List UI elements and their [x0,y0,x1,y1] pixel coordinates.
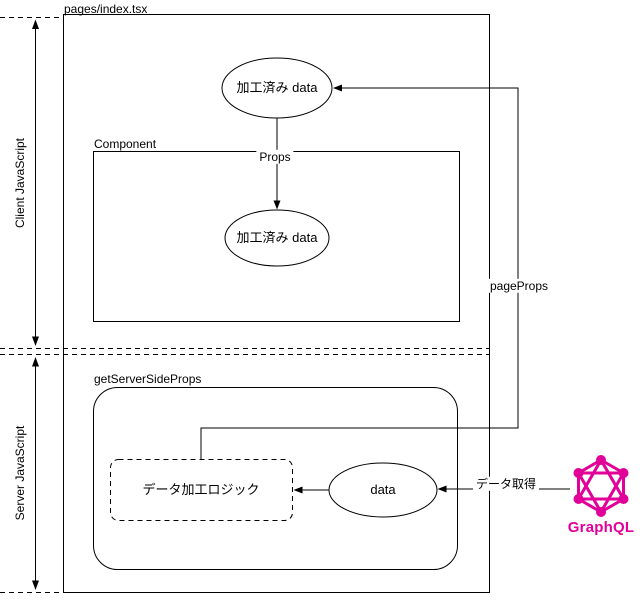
component-processed-data-label: 加工済み data [236,230,318,246]
pageprops-arrow [200,84,519,459]
gssp-rounded-rect [93,387,458,570]
graphql-logo-icon [573,455,629,517]
component-processed-data-ellipse [224,209,330,267]
data-logic-label: データ加工ロジック [142,482,260,498]
server-span-arrow [32,357,39,590]
file-path-label: pages/index.tsx [64,2,148,16]
data-to-logic-arrow [293,486,329,494]
data-logic-dashed-rect [110,459,293,521]
data-fetch-edge-label: データ取得 [472,476,540,492]
server-javascript-label: Server JavaScript [12,425,27,521]
client-span-arrow [32,19,39,346]
pageprops-edge-label: pageProps [486,278,552,294]
data-node-label: data [370,482,396,498]
graphql-wordmark: GraphQL [567,519,635,536]
page-boundary-rect [63,14,490,593]
component-title: Component [94,137,157,151]
client-javascript-label: Client JavaScript [12,137,27,229]
client-processed-data-label: 加工済み data [236,80,318,96]
props-edge-label: Props [256,149,294,165]
gssp-title: getServerSideProps [94,372,202,386]
